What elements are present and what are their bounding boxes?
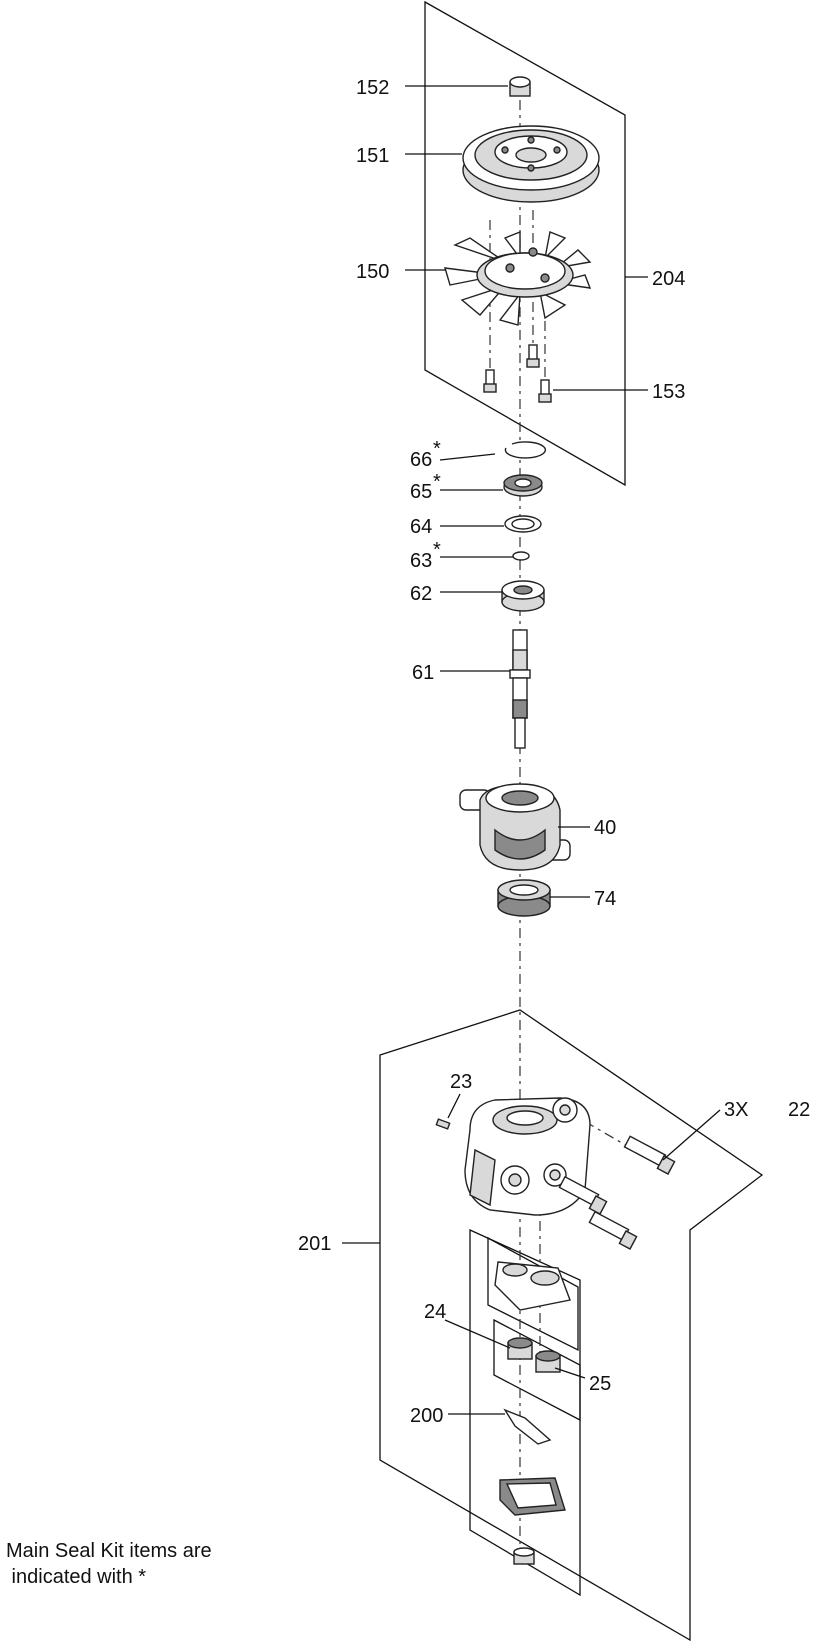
callout-204: 204 bbox=[652, 268, 685, 290]
callout-74: 74 bbox=[594, 888, 616, 910]
part-153-bolts bbox=[483, 344, 552, 403]
callout-66-asterisk: * bbox=[433, 438, 441, 460]
part-74-seal bbox=[497, 879, 551, 917]
assembly-panel-204 bbox=[424, 0, 626, 487]
mount-bolt-axis bbox=[564, 1109, 661, 1166]
part-25-check-valve bbox=[535, 1350, 561, 1373]
callout-150: 150 bbox=[356, 261, 389, 283]
callout-23: 23 bbox=[450, 1071, 472, 1093]
callout-63-asterisk: * bbox=[433, 539, 441, 561]
callout-65: 65 bbox=[410, 481, 432, 503]
part-24-check-valve bbox=[507, 1337, 533, 1360]
part-64-washer bbox=[504, 515, 542, 533]
callout-200: 200 bbox=[410, 1405, 443, 1427]
filter-cover bbox=[499, 1477, 566, 1516]
callout-63: 63 bbox=[410, 550, 432, 572]
seal-kit-note-line2: indicated with * bbox=[6, 1566, 147, 1588]
part-200-spring-clip bbox=[503, 1408, 552, 1445]
part-63-o-ring bbox=[512, 551, 530, 561]
callout-66: 66 bbox=[410, 449, 432, 471]
callout-151: 151 bbox=[356, 145, 389, 167]
callout-152: 152 bbox=[356, 77, 389, 99]
callout-65-asterisk: * bbox=[433, 471, 441, 493]
callout-201: 201 bbox=[298, 1233, 331, 1255]
callout-24: 24 bbox=[424, 1301, 446, 1323]
drain-plug bbox=[513, 1547, 535, 1565]
seal-kit-note: Main Seal Kit items are indicated with * bbox=[6, 1538, 212, 1590]
part-22-bolts bbox=[558, 1135, 676, 1250]
callout-153: 153 bbox=[652, 381, 685, 403]
part-62-bearing bbox=[501, 580, 545, 612]
part-23-key bbox=[435, 1118, 451, 1130]
callout-25: 25 bbox=[589, 1373, 611, 1395]
callout-40: 40 bbox=[594, 817, 616, 839]
subkit-panel-check bbox=[493, 1318, 581, 1422]
part-151-pulley bbox=[462, 125, 600, 203]
assembly-panel-201 bbox=[379, 1009, 764, 1642]
callout-64: 64 bbox=[410, 516, 432, 538]
part-66-retaining-ring bbox=[504, 441, 547, 459]
subkit-panel-outer bbox=[469, 1228, 581, 1597]
pump-body bbox=[464, 1097, 591, 1216]
part-152-nut bbox=[509, 76, 531, 97]
callout-62: 62 bbox=[410, 583, 432, 605]
part-150-fan bbox=[444, 230, 592, 326]
callout-61: 61 bbox=[412, 662, 434, 684]
callout-3x: 3X bbox=[724, 1099, 748, 1121]
seal-kit-note-line1: Main Seal Kit items are bbox=[6, 1540, 212, 1562]
part-40-housing bbox=[459, 783, 571, 871]
part-61-shaft bbox=[509, 629, 531, 749]
callout-22: 22 bbox=[788, 1099, 810, 1121]
valve-plate bbox=[494, 1261, 571, 1311]
part-65-seal bbox=[503, 474, 543, 497]
